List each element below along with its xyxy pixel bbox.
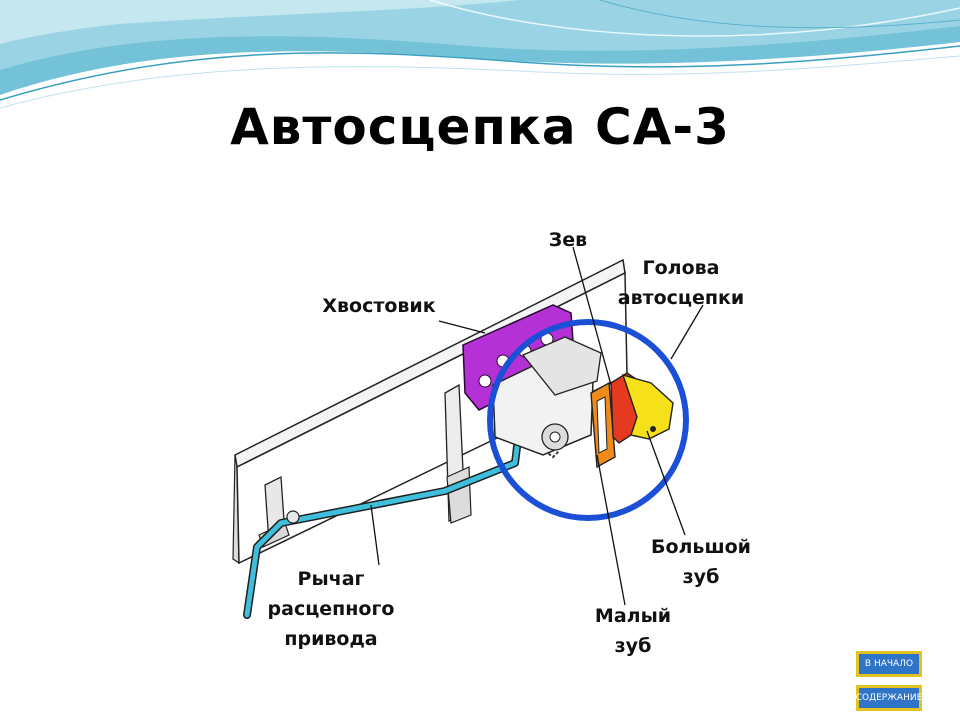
nav-start-button[interactable]: В НАЧАЛО: [856, 651, 922, 677]
label-big-tooth-line1: Большой: [651, 536, 751, 558]
label-lever-line2: расцепного: [268, 598, 395, 620]
slide-title: Автосцепка СА-3: [230, 98, 730, 156]
label-lever-line3: привода: [284, 628, 377, 650]
header-waves-decoration: [0, 0, 960, 109]
nav-contents-button[interactable]: СОДЕРЖАНИЕ: [856, 685, 922, 711]
big-tooth-part: [621, 373, 674, 440]
label-zev: Зев: [549, 229, 587, 251]
label-shank: Хвостовик: [322, 295, 435, 317]
label-head-line1: Голова: [643, 257, 720, 279]
label-small-tooth-line2: зуб: [615, 635, 652, 657]
small-tooth-part: [590, 381, 616, 469]
coupler-head-highlight-ring: [487, 319, 689, 521]
coupler-body: [492, 336, 602, 456]
coupler-diagram: Зев Голова автосцепки Хвостовик Большой …: [193, 205, 768, 665]
leader-lines: [370, 246, 704, 606]
label-big-tooth-line2: зуб: [683, 566, 720, 588]
label-small-tooth-line1: Малый: [595, 605, 671, 627]
label-lever-line1: Рычаг: [298, 568, 365, 590]
label-head-line2: автосцепки: [618, 287, 744, 309]
